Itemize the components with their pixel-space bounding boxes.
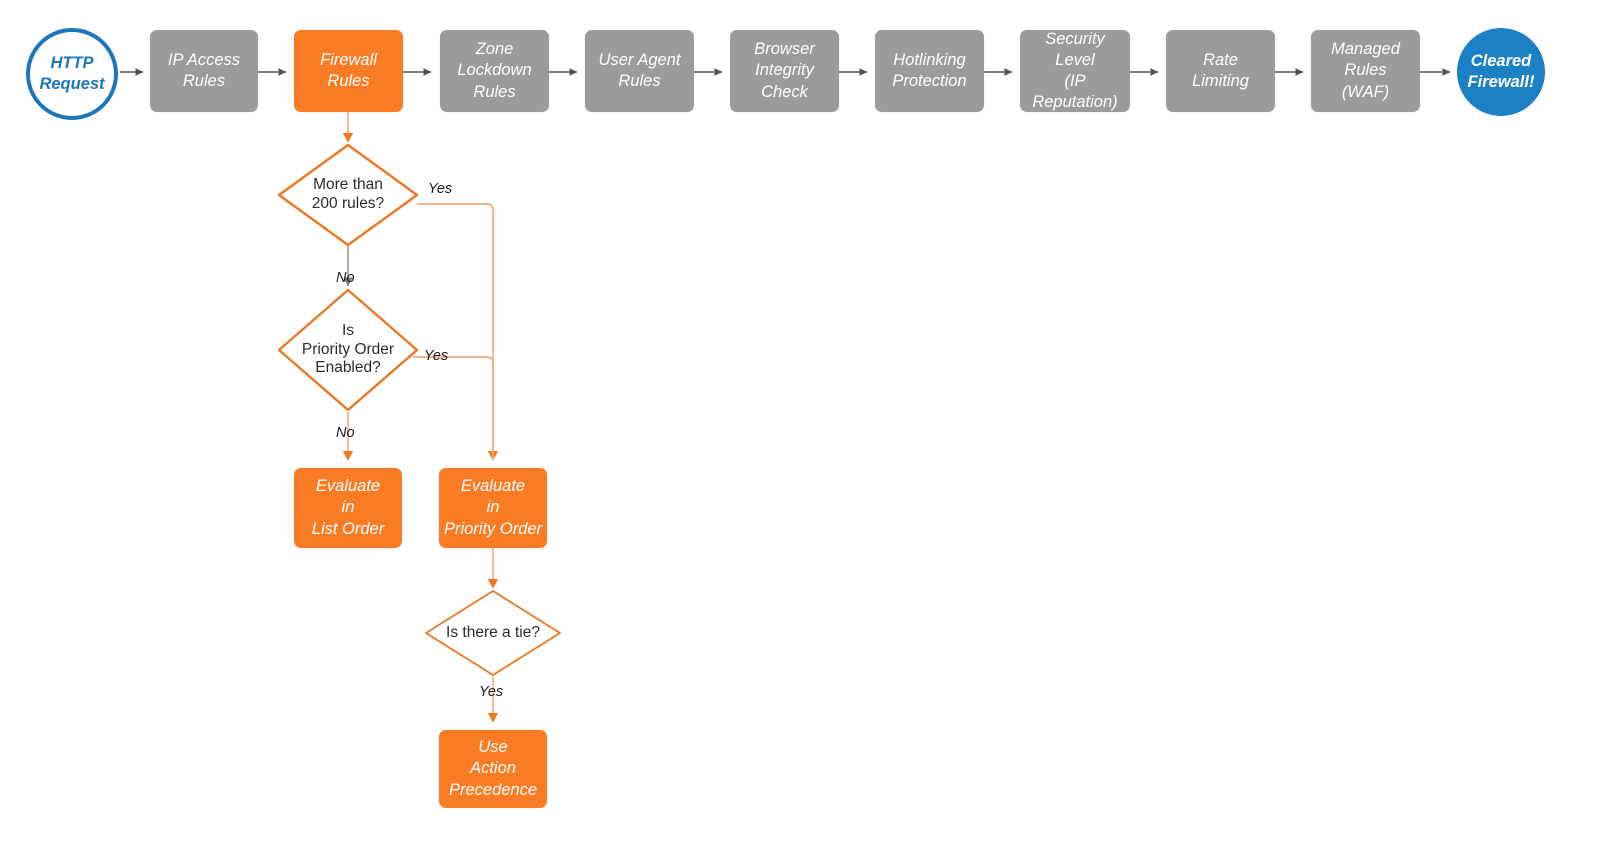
node-user-agent-rules[interactable]: User Agent Rules [585,30,694,112]
node-zone-lockdown-rules[interactable]: Zone Lockdown Rules [440,30,549,112]
node-ip-access-rules[interactable]: IP Access Rules [150,30,258,112]
node-hotlinking-protection-label: Hotlinking Protection [892,50,967,90]
node-browser-integrity-check[interactable]: Browser Integrity Check [730,30,839,112]
decision-is-there-a-tie[interactable]: Is there a tie? [424,589,562,677]
node-use-action-precedence-label: Use Action Precedence [448,738,538,799]
node-cleared-firewall[interactable]: Cleared Firewall! [1457,28,1545,116]
node-cleared-firewall-label: Cleared Firewall! [1467,51,1535,91]
decision-more-than-200-rules-label: More than 200 rules? [311,176,385,212]
edge-label-rules-yes: Yes [428,181,453,197]
edge-label-tie-yes: Yes [479,684,504,700]
edge-label-rules-no: No [336,270,355,286]
edge-label-priority-no: No [336,425,355,441]
decision-is-priority-order-enabled[interactable]: Is Priority Order Enabled? [277,288,419,412]
node-rate-limiting-label: Rate Limiting [1192,50,1249,90]
node-managed-rules-waf[interactable]: Managed Rules (WAF) [1311,30,1420,112]
node-managed-rules-waf-label: Managed Rules (WAF) [1331,40,1400,101]
decision-is-priority-order-enabled-label: Is Priority Order Enabled? [301,321,395,377]
node-use-action-precedence[interactable]: Use Action Precedence [439,730,547,808]
node-user-agent-rules-label: User Agent Rules [598,50,681,90]
node-ip-access-rules-label: IP Access Rules [167,50,241,90]
node-evaluate-in-priority-order[interactable]: Evaluate in Priority Order [439,468,547,548]
node-evaluate-in-priority-order-label: Evaluate in Priority Order [443,477,543,538]
node-firewall-rules[interactable]: Firewall Rules [294,30,403,112]
node-security-level[interactable]: Security Level (IP Reputation) [1020,30,1130,112]
edge-priority-yes [413,356,494,460]
node-browser-integrity-check-label: Browser Integrity Check [754,40,815,101]
node-firewall-rules-label: Firewall Rules [320,50,377,90]
node-hotlinking-protection[interactable]: Hotlinking Protection [875,30,984,112]
decision-is-there-a-tie-label: Is there a tie? [446,623,540,641]
node-zone-lockdown-rules-label: Zone Lockdown Rules [457,40,532,101]
node-evaluate-in-list-order-label: Evaluate in List Order [311,477,385,538]
edge-rules-count-yes [417,203,499,461]
node-rate-limiting[interactable]: Rate Limiting [1166,30,1275,112]
decision-more-than-200-rules[interactable]: More than 200 rules? [277,143,419,247]
branch-connectors [342,112,499,723]
edge-label-priority-yes: Yes [424,348,449,364]
node-evaluate-in-list-order[interactable]: Evaluate in List Order [294,468,402,548]
node-security-level-label: Security Level (IP Reputation) [1032,29,1118,112]
node-http-request-label: HTTP Request [39,53,105,93]
node-http-request[interactable]: HTTP Request [26,28,118,120]
